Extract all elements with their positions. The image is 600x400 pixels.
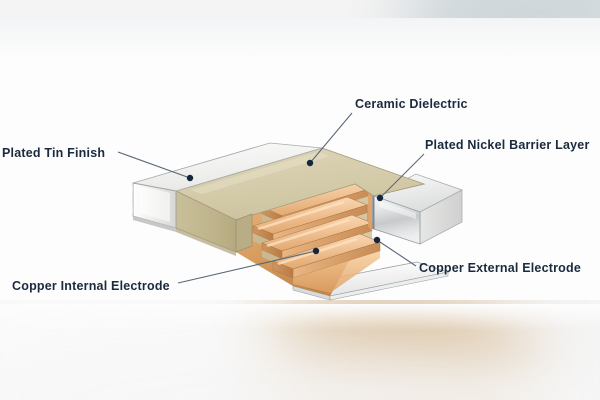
leader-plated-nickel [379, 153, 425, 199]
label-plated-nickel-barrier-layer: Plated Nickel Barrier Layer [425, 138, 590, 152]
leader-plated-tin-finish [117, 151, 191, 179]
copper-internal-electrode-stack [252, 179, 381, 293]
dot-ceramic-dielectric [306, 159, 314, 167]
card-top-gradient [0, 18, 600, 58]
callout-dots [186, 159, 384, 255]
label-copper-external-electrode: Copper External Electrode [419, 261, 581, 275]
dot-copper-internal [312, 247, 320, 255]
label-ceramic-dielectric: Ceramic Dielectric [355, 97, 468, 111]
ceramic-dielectric-body [174, 147, 426, 256]
dot-plated-nickel [376, 194, 384, 202]
left-termination-cap [132, 142, 323, 232]
callout-leader-lines [117, 112, 425, 284]
leader-copper-internal [177, 250, 317, 284]
dot-copper-external [373, 236, 381, 244]
leader-copper-external [376, 239, 417, 267]
label-plated-tin-finish: Plated Tin Finish [2, 146, 106, 160]
label-copper-internal-electrode: Copper Internal Electrode [12, 279, 170, 293]
dot-plated-tin-finish [186, 174, 194, 182]
leader-ceramic-dielectric [309, 112, 353, 164]
card-bottom-gradient [0, 304, 600, 330]
